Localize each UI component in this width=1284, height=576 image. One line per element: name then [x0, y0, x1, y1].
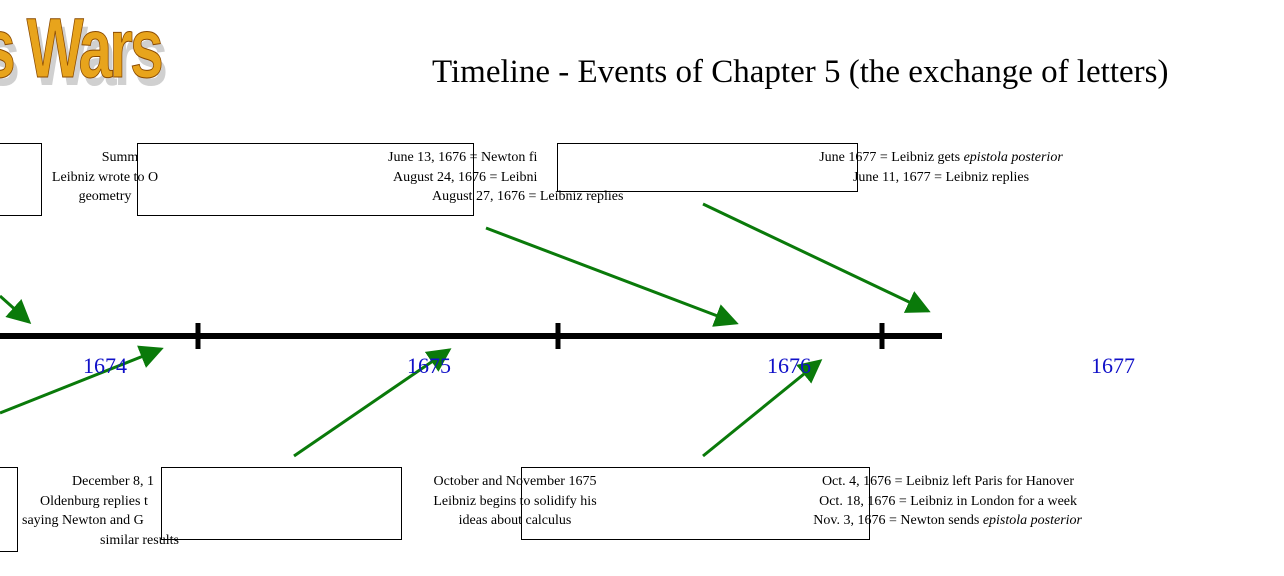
text-frame	[0, 467, 18, 552]
text-frame	[0, 143, 42, 216]
arrow-summer-1673	[0, 294, 32, 325]
arrow-oct-1676	[702, 359, 823, 458]
event-june-1677: June 1677 = Leibniz gets epistola poster…	[778, 148, 1104, 187]
event-text-line: June 13, 1676 = Newton fi	[388, 150, 538, 165]
arrow-december-1674	[0, 345, 164, 415]
event-text-line: August 27, 1676 = Leibniz replies	[432, 189, 624, 204]
event-text-line: geometry	[78, 189, 132, 204]
event-oct-nov-1675: October and November 1675 Leibniz begins…	[405, 472, 625, 531]
event-text-italic: epistola posterior	[963, 150, 1063, 165]
event-text-line: Leibniz begins to solidify his	[433, 493, 597, 509]
event-text-line: similar results	[100, 532, 179, 548]
text-frame	[137, 143, 474, 216]
event-text-line: June 11, 1677 = Leibniz replies	[852, 169, 1030, 185]
year-label-1676: 1676	[767, 353, 811, 378]
event-summer-1673: Summ Leibniz wrote to O geometry	[10, 148, 200, 207]
event-december-1674: December 8, 1 Oldenburg replies t saying…	[20, 472, 210, 550]
event-text-line: saying Newton and G	[22, 513, 144, 528]
text-frame	[521, 467, 870, 540]
event-text-line: ideas about calculus	[458, 513, 572, 528]
event-june-1676: June 13, 1676 = Newton fi August 24, 167…	[372, 148, 662, 207]
text-frame	[557, 143, 858, 192]
event-text: June 1677 = Leibniz gets	[819, 150, 964, 165]
page-title: Timeline - Events of Chapter 5 (the exch…	[432, 54, 1169, 90]
arrow-june-1676	[485, 226, 739, 327]
event-text-line: Nov. 3, 1676 = Newton sends epistola pos…	[760, 511, 1082, 531]
event-text-line: Leibniz wrote to O	[51, 169, 159, 185]
event-text-line: Oldenburg replies t	[40, 493, 148, 509]
text-frame	[161, 467, 402, 540]
book-logo: s Wars	[0, 1, 164, 95]
year-label-1677: 1677	[1091, 353, 1135, 378]
event-text-line: Oct. 4, 1676 = Leibniz left Paris for Ha…	[821, 474, 1074, 489]
event-text-italic: epistola posterior	[982, 513, 1082, 528]
event-text-line: Oct. 18, 1676 = Leibniz in London for a …	[819, 493, 1077, 509]
event-text-line: June 1677 = Leibniz gets epistola poster…	[778, 148, 1104, 168]
event-text-line: October and November 1675	[433, 474, 597, 489]
event-text-line: August 24, 1676 = Leibni	[393, 169, 538, 185]
event-text: Nov. 3, 1676 = Newton sends	[813, 513, 983, 528]
event-oct-1676: Oct. 4, 1676 = Leibniz left Paris for Ha…	[760, 472, 1082, 531]
event-text-line: December 8, 1	[72, 474, 155, 489]
arrow-oct-nov-1675	[293, 348, 452, 458]
event-text-line: Summ	[101, 150, 139, 165]
year-label-1674: 1674	[83, 353, 127, 378]
year-label-1675: 1675	[407, 353, 451, 378]
arrow-june-1677	[702, 202, 931, 313]
